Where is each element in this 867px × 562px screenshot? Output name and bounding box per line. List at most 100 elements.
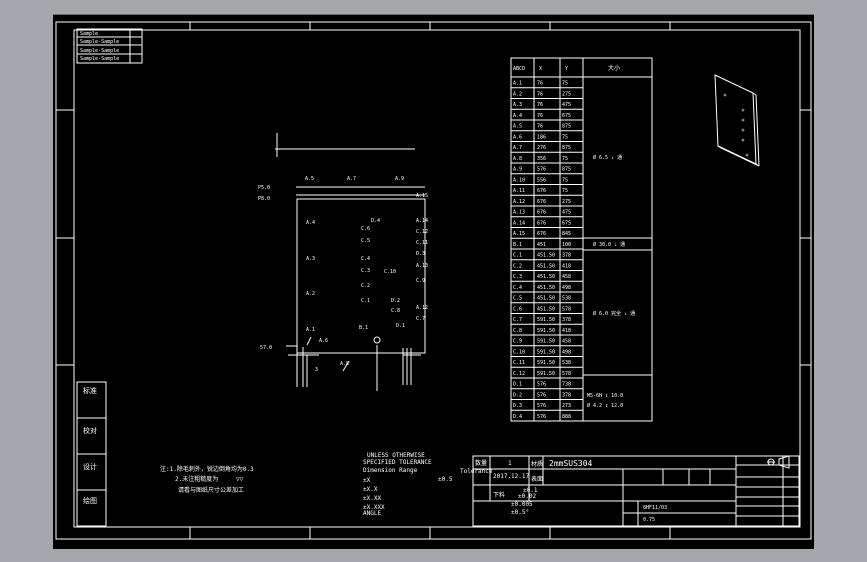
table-cell: 578 (562, 306, 571, 312)
dim-label: C.12 (416, 229, 428, 235)
table-cell: A.5 (513, 124, 522, 130)
table-cell: 538 (562, 360, 571, 366)
table-cell: C.11 (513, 360, 525, 366)
table-cell: 76 (537, 124, 543, 130)
table-cell: 576 (537, 167, 546, 173)
isometric-view (714, 74, 760, 167)
table-cell: 475 (562, 210, 571, 216)
table-cell: 458 (562, 274, 571, 280)
sheet-outer-border (55, 21, 812, 540)
tol-line: ±X.XXX (363, 504, 385, 511)
table-cell: 676 (537, 188, 546, 194)
dim-label: A.13 (416, 263, 428, 269)
dim-label: A.5 (305, 176, 314, 182)
sheet-inner-border (73, 29, 801, 528)
table-cell: C.10 (513, 349, 525, 355)
date-value: 2017.12.17 (493, 473, 530, 480)
table-header: 大小 (608, 64, 620, 72)
table-cell: C.8 (513, 328, 522, 334)
dim-label: C.4 (361, 256, 370, 262)
table-cell: 738 (562, 382, 571, 388)
table-cell: 888 (562, 414, 571, 420)
table-cell: A.12 (513, 199, 525, 205)
table-cell: 75 (562, 156, 568, 162)
tol-value: ±0.005 (511, 501, 533, 508)
dim-label: A.1 (306, 327, 315, 333)
tol-line: SPECIFIED TOLERANCE (363, 459, 432, 466)
table-cell: 275 (562, 91, 571, 97)
title-label: 下料 (493, 491, 505, 499)
table-cell: C.12 (513, 371, 525, 377)
table-cell: 76 (537, 102, 543, 108)
tol-line: ANGLE (363, 510, 381, 517)
tol-line: ±X.X (363, 486, 378, 493)
note-line: 请看与图纸尺寸公差加工 (178, 486, 244, 494)
stamp-label: 校对 (83, 426, 97, 435)
tol-line: UNLESS OTHERWISE (367, 452, 425, 459)
table-header: Y (565, 66, 568, 72)
table-cell: 498 (562, 349, 571, 355)
table-cell: 591.50 (537, 339, 555, 345)
dim-label: 3 (315, 367, 318, 373)
dim-label: C.3 (361, 268, 370, 274)
table-cell: C.6 (513, 306, 522, 312)
dim-label: D.3 (416, 251, 425, 257)
table-cell: 676 (537, 210, 546, 216)
table-cell: 75 (562, 177, 568, 183)
part-outline (275, 133, 426, 391)
table-cell: D.4 (513, 414, 522, 420)
drawing-viewport[interactable]: Sample Sample-Sample Sample-Sample Sampl… (53, 14, 814, 549)
roughness-symbol: ▽▽ (236, 476, 244, 483)
table-cell: 576 (537, 382, 546, 388)
dim-label: D.4 (371, 218, 380, 224)
table-cell: C.5 (513, 296, 522, 302)
size-label: Ø 4.2 ↧ 12.0 (587, 402, 623, 409)
hole-callouts: A.5 A.7 A.9 P5.0 P8.0 A.4 A.3 A.2 A.1 A.… (258, 176, 428, 373)
cad-drawing-canvas[interactable]: Sample Sample-Sample Sample-Sample Sampl… (53, 15, 814, 549)
table-cell: C.9 (513, 339, 522, 345)
tol-line: ±X (363, 477, 371, 484)
dim-label: A.15 (416, 193, 428, 199)
table-cell: 418 (562, 328, 571, 334)
table-cell: C.4 (513, 285, 522, 291)
title-label: 表面 (531, 475, 543, 483)
drawing-number: 8HF11/03 (643, 505, 667, 511)
table-cell: 538 (562, 296, 571, 302)
table-cell: 451.50 (537, 253, 555, 259)
dim-label: P8.0 (258, 196, 270, 202)
table-header: X (539, 66, 542, 72)
tol-line: ±X.XX (363, 495, 381, 502)
title-value: 1 (508, 460, 512, 467)
table-cell: 591.50 (537, 360, 555, 366)
dim-label: A.6 (319, 338, 328, 344)
table-cell: 76 (537, 113, 543, 119)
table-cell: 451.50 (537, 274, 555, 280)
table-cell: C.1 (513, 253, 522, 259)
table-cell: A.13 (513, 210, 525, 216)
table-cell: 273 (562, 403, 571, 409)
dim-label: C.7 (416, 316, 425, 322)
dim-label: A.2 (306, 291, 315, 297)
tolerance-block: UNLESS OTHERWISE SPECIFIED TOLERANCE Dim… (363, 452, 538, 517)
table-cell: 75 (562, 188, 568, 194)
table-cell: 475 (562, 102, 571, 108)
dim-label: C.1 (361, 298, 370, 304)
table-cell: 875 (562, 124, 571, 130)
tol-value: ±0.5° (511, 509, 529, 516)
table-cell: 675 (562, 113, 571, 119)
tol-value: ±0.5 (438, 476, 453, 483)
border-ticks (56, 22, 811, 539)
table-cell: A.14 (513, 220, 525, 226)
table-cell: 458 (562, 339, 571, 345)
table-cell: A.10 (513, 177, 525, 183)
dim-label: D.1 (396, 323, 405, 329)
title-label: 数量 (475, 459, 487, 467)
table-cell: 676 (537, 220, 546, 226)
table-cell: 578 (562, 371, 571, 377)
stamp-column: 标准 校对 设计 绘图 (76, 381, 107, 527)
table-cell: 676 (537, 199, 546, 205)
dim-label: 57.0 (260, 345, 272, 351)
table-cell: 75 (562, 134, 568, 140)
table-cell: 845 (562, 231, 571, 237)
